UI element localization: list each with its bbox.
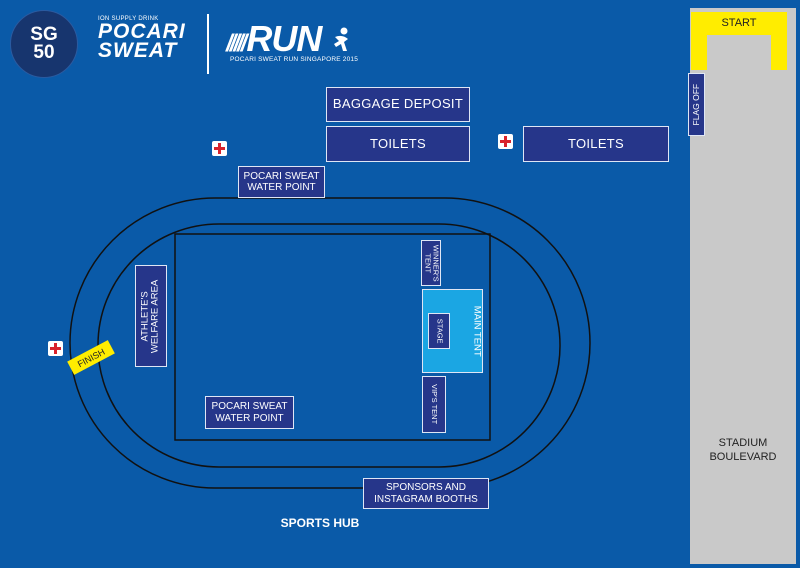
track-outer-line — [69, 197, 591, 489]
pocari-tagline: ION SUPPLY DRINK — [98, 16, 159, 22]
logo-divider — [207, 14, 209, 74]
field-area — [174, 233, 491, 441]
vips-tent-label: VIP'S TENT — [430, 384, 440, 425]
sponsors-booth: SPONSORS AND INSTAGRAM BOOTHS — [363, 478, 489, 509]
pocari-line2: SWEAT — [98, 38, 178, 62]
run-logo-text: RUN — [246, 18, 322, 59]
water-point-top: POCARI SWEAT WATER POINT — [238, 166, 325, 198]
flag-off-box: FLAG OFF — [688, 73, 705, 136]
first-aid-icon — [498, 134, 513, 149]
stadium-boulevard-road — [690, 8, 796, 564]
stadium-boulevard-label: STADIUM BOULEVARD — [690, 436, 796, 465]
runner-icon — [334, 27, 349, 51]
toilets-left-booth: TOILETS — [326, 126, 470, 162]
sg50-bottom: 50 — [33, 42, 55, 63]
water-point-bottom-line1: POCARI SWEAT — [211, 401, 288, 412]
sponsors-line1: SPONSORS AND — [385, 482, 467, 493]
water-point-bottom-line2: WATER POINT — [215, 412, 284, 424]
pocari-sweat-logo: POCARI SWEAT — [98, 20, 186, 62]
pocari-line1: POCARI — [98, 20, 186, 43]
vips-tent: VIP'S TENT — [422, 376, 446, 433]
run-logo: /////RUN — [226, 18, 352, 60]
athletes-welfare-label: ATHLETE'S WELFARE AREA — [140, 279, 162, 353]
first-aid-icon — [48, 341, 63, 356]
stage-label: STAGE — [435, 318, 445, 344]
water-point-bottom: POCARI SWEAT WATER POINT — [205, 396, 294, 429]
stadium-line2: BOULEVARD — [709, 451, 777, 464]
athletes-welfare-area: ATHLETE'S WELFARE AREA — [135, 265, 167, 367]
main-tent-label: MAIN TENT — [471, 305, 483, 357]
run-subtitle: POCARI SWEAT RUN SINGAPORE 2015 — [230, 56, 359, 63]
start-gate-opening — [707, 35, 771, 71]
sg50-logo: SG 50 — [10, 10, 78, 78]
winners-tent: WINNER'S TENT — [421, 240, 441, 286]
water-point-top-line2: WATER POINT — [247, 182, 316, 193]
baggage-deposit-booth: BAGGAGE DEPOSIT — [326, 87, 470, 122]
sports-hub-label: SPORTS HUB — [280, 516, 360, 530]
sg50-top: SG — [30, 23, 58, 45]
start-label: START — [721, 17, 757, 29]
stage: STAGE — [428, 313, 450, 349]
sponsors-line2: INSTAGRAM BOOTHS — [374, 493, 478, 505]
first-aid-icon — [212, 141, 227, 156]
water-point-top-line1: POCARI SWEAT — [243, 170, 320, 182]
stadium-line1: STADIUM — [718, 437, 768, 449]
winners-tent-label: WINNER'S TENT — [423, 244, 441, 282]
toilets-right-booth: TOILETS — [523, 126, 669, 162]
athletes-welfare-line2: WELFARE AREA — [150, 279, 162, 353]
